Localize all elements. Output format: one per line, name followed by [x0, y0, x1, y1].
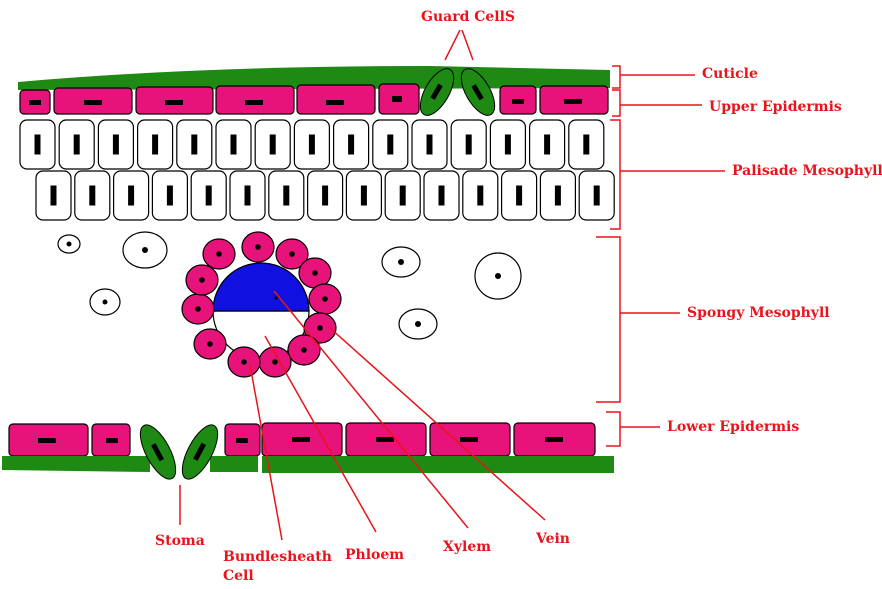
bundle-sheath-cells — [181, 231, 342, 378]
xylem-area — [212, 262, 310, 312]
bundle-sheath-nucleus — [272, 359, 278, 365]
palisade-nucleus — [360, 185, 367, 206]
palisade-nucleus — [89, 185, 96, 206]
spongy-mesophyll-cells — [57, 231, 522, 340]
palisade-nucleus — [230, 134, 237, 155]
bundle-sheath-nucleus — [301, 347, 307, 353]
label-lower-epidermis: Lower Epidermis — [667, 419, 799, 435]
palisade-nucleus — [166, 185, 173, 206]
palisade-nucleus — [438, 185, 445, 206]
bundle-sheath-nucleus — [207, 341, 213, 347]
palisade-nucleus — [554, 185, 561, 206]
label-stoma: Stoma — [155, 533, 205, 549]
lower-epidermis — [8, 422, 596, 457]
label-spongy-mesophyll: Spongy Mesophyll — [687, 305, 830, 321]
bundle-sheath-nucleus — [195, 306, 201, 312]
palisade-nucleus — [308, 134, 315, 155]
lower-guard-cells — [139, 424, 219, 480]
palisade-mesophyll — [19, 119, 615, 221]
palisade-nucleus — [465, 134, 472, 155]
vein — [212, 262, 310, 360]
label-bundlesheath-cell-line2: Cell — [223, 568, 254, 584]
brackets — [596, 65, 725, 447]
palisade-nucleus — [34, 134, 41, 155]
palisade-nucleus — [322, 185, 329, 206]
bundle-sheath-nucleus — [317, 325, 323, 331]
palisade-nucleus — [516, 185, 523, 206]
upper-guard-cells — [419, 68, 496, 116]
label-cuticle: Cuticle — [702, 66, 758, 82]
bundle-sheath-nucleus — [289, 251, 295, 257]
label-phloem: Phloem — [345, 547, 404, 563]
palisade-nucleus — [387, 134, 394, 155]
bundle-sheath-nucleus — [312, 270, 318, 276]
palisade-nucleus — [348, 134, 355, 155]
label-bundlesheath-cell-line1: Bundlesheath — [223, 549, 332, 565]
palisade-nucleus — [73, 134, 80, 155]
label-palisade-mesophyll: Palisade Mesophyll — [732, 163, 882, 179]
bundle-sheath-nucleus — [216, 251, 222, 257]
label-upper-epidermis: Upper Epidermis — [709, 99, 842, 115]
label-vein: Vein — [535, 531, 570, 547]
bundle-sheath-nucleus — [255, 244, 261, 250]
leader-lines — [179, 29, 546, 541]
palisade-nucleus — [128, 185, 135, 206]
palisade-nucleus — [152, 134, 159, 155]
upper-epidermis — [19, 83, 609, 115]
bundle-sheath-nucleus — [199, 277, 205, 283]
bundle-sheath-nucleus — [322, 296, 328, 302]
palisade-nucleus — [477, 185, 484, 206]
label-xylem: Xylem — [443, 539, 491, 555]
palisade-nucleus — [399, 185, 406, 206]
palisade-nucleus — [593, 185, 600, 206]
palisade-nucleus — [191, 134, 198, 155]
palisade-nucleus — [269, 134, 276, 155]
palisade-nucleus — [544, 134, 551, 155]
lower-cuticle — [2, 456, 614, 473]
label-guard-cells: Guard CellS — [421, 9, 515, 25]
palisade-nucleus — [283, 185, 290, 206]
palisade-nucleus — [244, 185, 251, 206]
palisade-nucleus — [205, 185, 212, 206]
palisade-nucleus — [50, 185, 57, 206]
palisade-nucleus — [112, 134, 119, 155]
palisade-nucleus — [426, 134, 433, 155]
palisade-nucleus — [504, 134, 511, 155]
bundle-sheath-nucleus — [241, 359, 247, 365]
palisade-nucleus — [583, 134, 590, 155]
